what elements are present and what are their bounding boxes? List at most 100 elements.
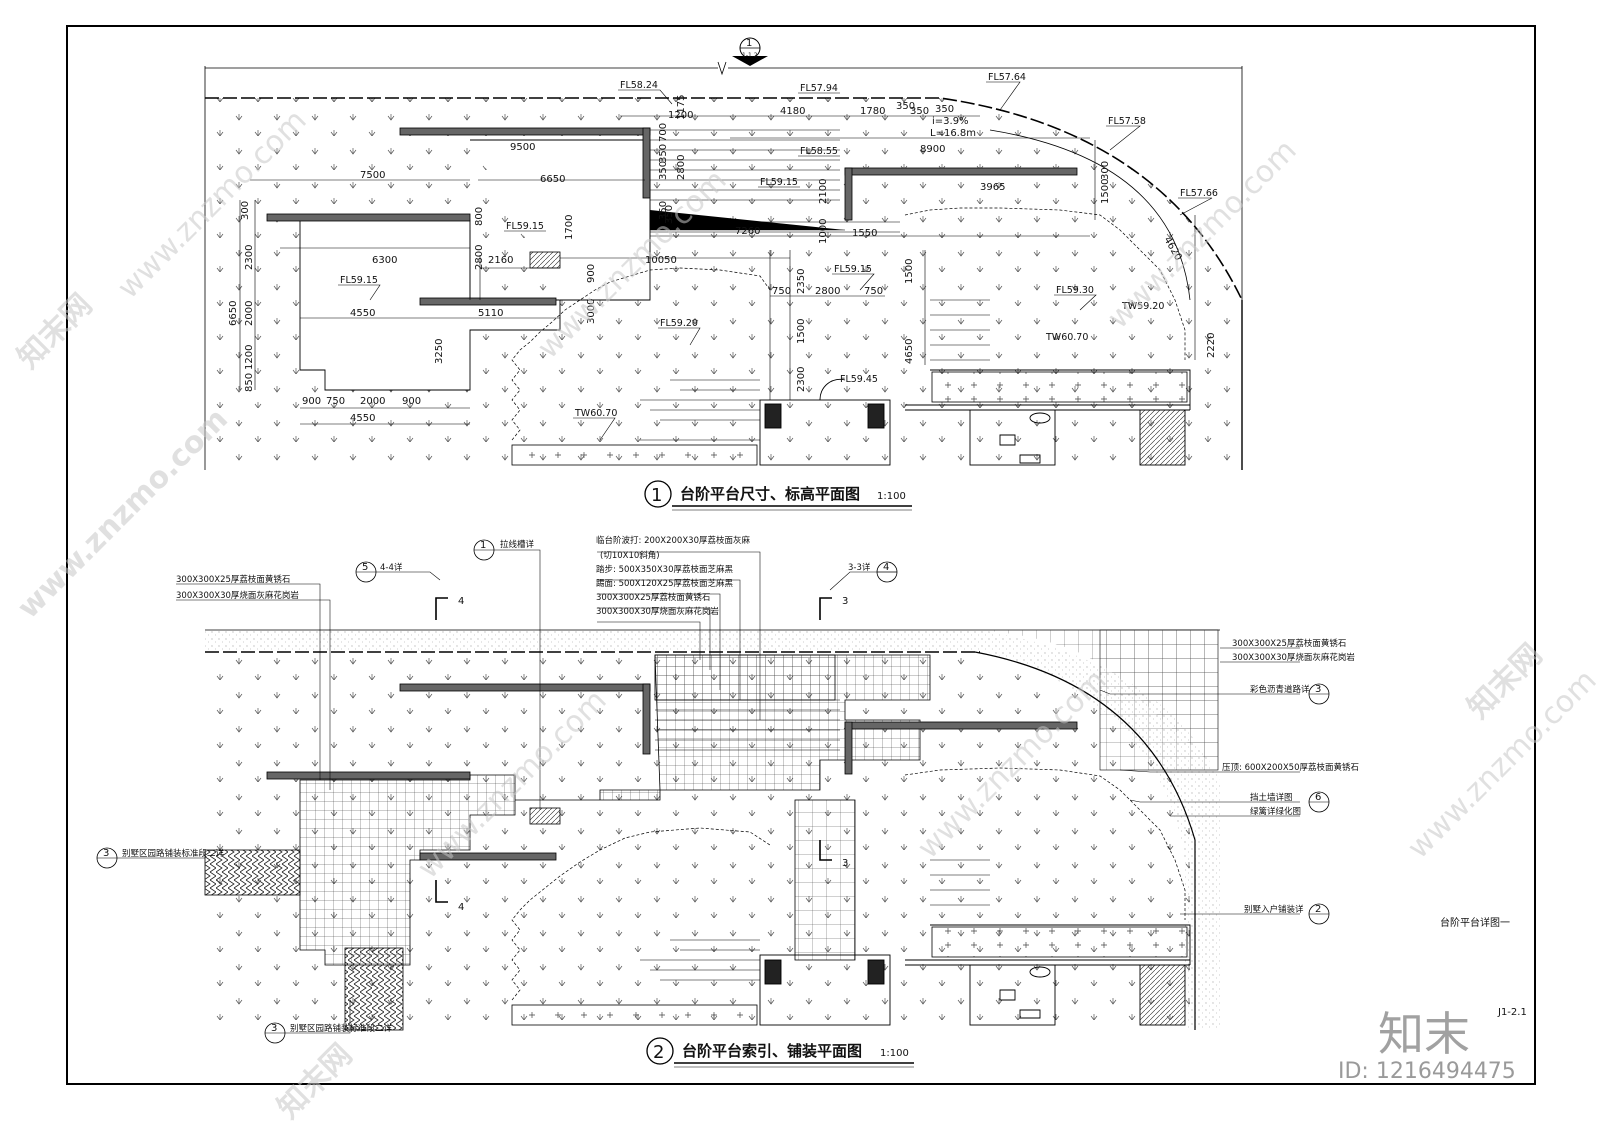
- level: FL58.24: [620, 80, 658, 91]
- dim: 1200: [244, 345, 255, 370]
- dim: 800: [474, 207, 485, 226]
- plan1-steps: [640, 129, 990, 441]
- dim: 9500: [510, 142, 535, 153]
- dim: 350: [658, 161, 669, 180]
- dim: 300: [1100, 161, 1111, 180]
- dim: 2300: [244, 245, 255, 270]
- dim: 4550: [350, 413, 375, 424]
- north-subref: 1-1.2: [742, 52, 758, 59]
- note: 踏步: 500X350X30厚荔枝面芝麻黑: [596, 564, 733, 575]
- level: TW59.20: [1121, 301, 1164, 312]
- note: 300X300X25厚荔枝面黄锈石: [596, 592, 710, 603]
- plan1-wall-3: [419, 297, 557, 306]
- level: TW60.70: [574, 408, 617, 419]
- dim: 2100: [818, 179, 829, 204]
- watermark-brand: 知末网: [11, 287, 99, 375]
- plan1-wall-2: [266, 213, 471, 222]
- dim: 1500: [1100, 179, 1111, 204]
- dim: 2300: [796, 367, 807, 392]
- dim: 1200: [668, 110, 693, 121]
- level: FL57.94: [800, 83, 838, 94]
- level: FL59.15: [340, 275, 378, 286]
- length-text: L=16.8m: [930, 128, 976, 139]
- plan1-building: [759, 369, 1191, 466]
- plan1-dimensions: 4180 1780 350 350 350 9500 7500 6650 890…: [228, 95, 1217, 424]
- level: FL57.66: [1180, 188, 1218, 199]
- plan1-dim-lines: [239, 115, 1196, 425]
- dim: 2800: [815, 286, 840, 297]
- dim: 1780: [860, 106, 885, 117]
- north-symbol: 1 1-1.2: [732, 37, 768, 66]
- dim: 350: [658, 201, 669, 220]
- watermark-logo: 知末: [1378, 1007, 1470, 1061]
- note: 别墅区园路铺装标准段二详: [122, 848, 225, 859]
- plan1-levels: FL58.24 FL57.94 FL57.64 FL57.58 FL58.55 …: [340, 72, 1218, 419]
- index-number: 3: [271, 1023, 277, 1034]
- watermark-brand: 知末网: [271, 1037, 359, 1125]
- plan2-title-block: 2 台阶平台索引、铺装平面图 1:100: [646, 1037, 914, 1068]
- dim: 6300: [372, 255, 397, 266]
- dim: 2220: [1206, 333, 1217, 358]
- note: 别墅入户铺装详: [1244, 904, 1304, 915]
- note: 300X300X30厚烧面灰麻花岗岩: [176, 590, 299, 601]
- plan1-boundary: [205, 97, 1243, 301]
- dim: 1550: [852, 228, 877, 239]
- note: 压顶: 600X200X50厚荔枝面黄锈石: [1222, 762, 1359, 773]
- dim: 2800: [676, 155, 687, 180]
- dim: 750: [772, 286, 791, 297]
- note: 踢面: 500X120X25厚荔枝面芝麻黑: [596, 578, 733, 589]
- plan2-leaders: [117, 549, 1300, 1034]
- level: FL59.45: [840, 374, 878, 385]
- level: FL58.55: [800, 146, 838, 157]
- dim: 900: [402, 396, 421, 407]
- plan1-circle-number: 1: [651, 485, 662, 506]
- note: 临台阶波打: 200X200X30厚荔枝面灰麻: [596, 535, 750, 546]
- dim: 850: [244, 373, 255, 392]
- dim: 4550: [350, 308, 375, 319]
- note: 彩色沥青道路详: [1250, 684, 1310, 695]
- plan-1: 4180 1780 350 350 350 9500 7500 6650 890…: [204, 37, 1243, 511]
- section-mark-label: 4: [458, 902, 464, 913]
- sheet-frame: [66, 25, 1536, 1085]
- note: 绿篱详绿化图: [1250, 806, 1301, 817]
- dim: 350: [658, 144, 669, 163]
- dim: 4180: [780, 106, 805, 117]
- plan1-scale: 1:100: [877, 491, 906, 502]
- note: 300X300X25厚荔枝面黄锈石: [1232, 638, 1346, 649]
- plan2-paving: [299, 654, 931, 966]
- dim: 10050: [645, 255, 677, 266]
- plan1-wall-1: [399, 127, 651, 136]
- plan2-building: [759, 924, 1191, 1026]
- north-number: 1: [746, 38, 752, 49]
- dim: 5110: [478, 308, 503, 319]
- note: 300X300X30厚烧面灰麻花岗岩: [596, 606, 719, 617]
- section-mark-label: 4: [458, 596, 464, 607]
- section-mark-label: 3: [842, 596, 848, 607]
- level: FL57.58: [1108, 116, 1146, 127]
- note: 300X300X25厚荔枝面黄锈石: [176, 574, 290, 585]
- plan1-title-block: 1 台阶平台尺寸、标高平面图 1:100: [644, 480, 912, 511]
- plan2-title: 台阶平台索引、铺装平面图: [682, 1042, 862, 1060]
- section-ref: 4-4详: [380, 562, 403, 573]
- plan2-notes: 300X300X25厚荔枝面黄锈石 300X300X30厚烧面灰麻花岗岩 临台阶…: [122, 535, 1359, 1034]
- section-mark-label: 3: [842, 858, 848, 869]
- dim: 7260: [735, 226, 760, 237]
- index-number: 1: [480, 540, 486, 551]
- dim: 350: [935, 104, 954, 115]
- dim: 350: [910, 106, 929, 117]
- plan2-wall-3: [419, 852, 557, 861]
- dim: 8900: [920, 144, 945, 155]
- section-ref: 3-3详: [848, 562, 871, 573]
- dim: 900: [586, 264, 597, 283]
- dim: 700: [658, 123, 669, 142]
- dim: 750: [326, 396, 345, 407]
- dim: 350: [896, 101, 915, 112]
- dim: 6650: [228, 301, 239, 326]
- level: FL59.15: [760, 177, 798, 188]
- plan2-steps: [640, 699, 990, 981]
- dim: 7500: [360, 170, 385, 181]
- level: FL59.15: [506, 221, 544, 232]
- dim: 2800: [474, 245, 485, 270]
- dim: 6650: [540, 174, 565, 185]
